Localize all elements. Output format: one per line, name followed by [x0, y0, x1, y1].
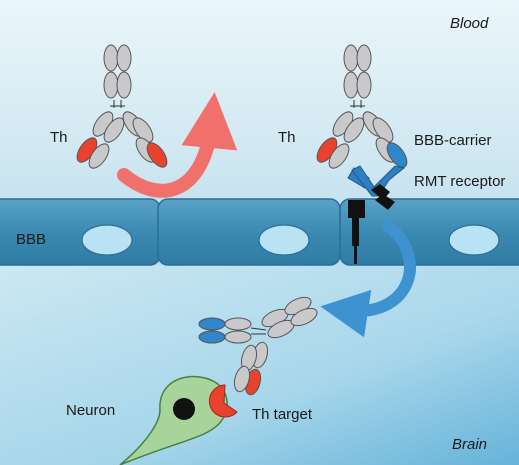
bbb-label: BBB — [16, 231, 47, 248]
red-return-arrow — [117, 92, 238, 198]
bispecific-antibody-right — [316, 44, 408, 169]
neuron-nucleus — [173, 398, 195, 420]
neuron-label: Neuron — [66, 402, 116, 419]
th-right-label: Th — [278, 129, 296, 146]
rmt-receptor — [347, 165, 406, 264]
nucleus-3 — [448, 224, 500, 256]
th-target-label: Th target — [252, 406, 313, 423]
region-brain-label: Brain — [452, 436, 488, 453]
th-left-label: Th — [50, 129, 68, 146]
nucleus-2 — [258, 224, 310, 256]
blue-transcytosis-arrow — [320, 220, 416, 338]
bbb-carrier-label: BBB-carrier — [414, 132, 492, 149]
bbb-layer — [0, 198, 519, 266]
neuron — [119, 375, 238, 465]
th-target — [208, 384, 238, 418]
rmt-receptor-label: RMT receptor — [414, 173, 506, 190]
nucleus-1 — [81, 224, 133, 256]
endothelial-cell-2 — [157, 198, 341, 266]
antibody-in-brain — [198, 296, 318, 396]
therapeutic-antibody-left — [76, 44, 168, 169]
region-blood-label: Blood — [450, 15, 489, 32]
